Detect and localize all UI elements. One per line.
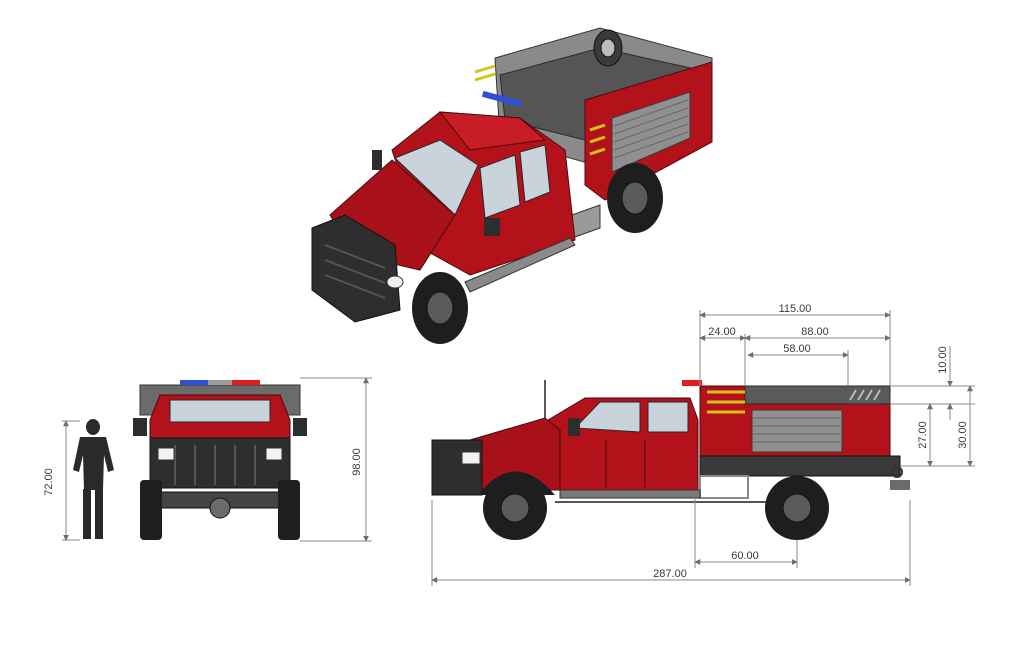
dim-body-length: 115.00 <box>779 303 812 315</box>
dimension-labels: 72.00 98.00 287.00 60.00 115.00 24.00 88… <box>43 303 969 580</box>
dim-rear-overhang: 60.00 <box>731 550 759 562</box>
dim-overall-length: 287.00 <box>653 568 687 580</box>
dim-front-gap: 24.00 <box>708 326 736 338</box>
dim-person-height: 72.00 <box>43 468 55 496</box>
dimension-lines <box>62 310 975 586</box>
dim-side-height: 30.00 <box>957 421 969 449</box>
person-silhouette <box>73 419 114 539</box>
dim-top-height: 10.00 <box>937 346 949 374</box>
isometric-view <box>311 27 713 344</box>
dim-skid-height: 27.00 <box>917 421 929 449</box>
side-view <box>431 380 910 540</box>
dim-tank-length: 88.00 <box>801 326 829 338</box>
dim-overall-height: 98.00 <box>351 448 363 476</box>
front-view <box>133 380 307 540</box>
dim-inner-length: 58.00 <box>783 343 811 355</box>
